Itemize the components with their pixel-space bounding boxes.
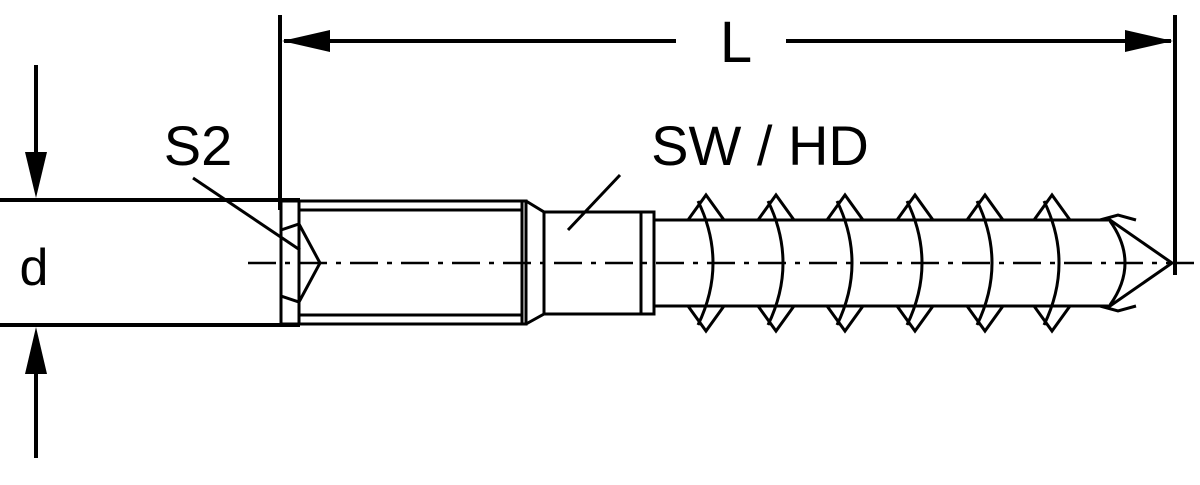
thread-crest-4: [895, 192, 935, 334]
length-arrowhead-left: [282, 30, 330, 52]
shank-leader: [566, 173, 622, 232]
thread-crest-2: [756, 192, 796, 334]
hex-socket-outline: [279, 222, 322, 304]
thread-crest-6: [1032, 192, 1072, 334]
thread-crest-5: [965, 192, 1005, 334]
thread-crest-7: [1099, 213, 1137, 313]
diameter-arrowhead-bottom: [25, 327, 47, 374]
length-dimension: [278, 15, 1177, 275]
thread-crest-3: [825, 192, 865, 334]
thread-crest-1: [686, 192, 726, 334]
diameter-arrowhead-top: [25, 152, 47, 198]
wood-thread: [654, 192, 1173, 334]
diameter-label: d: [20, 239, 49, 297]
length-arrowhead-right: [1125, 30, 1173, 52]
drive-label: S2: [164, 114, 233, 177]
length-label: L: [720, 10, 752, 75]
shank-label: SW / HD: [651, 114, 869, 177]
diameter-dimension: [0, 65, 300, 458]
hex-socket: [279, 222, 322, 304]
callout-leaders: [192, 173, 622, 252]
wood-thread-core-bottom: [654, 261, 1173, 308]
drive-leader: [192, 176, 301, 252]
wood-thread-core-top: [654, 218, 1173, 265]
shank-section: [542, 210, 656, 316]
